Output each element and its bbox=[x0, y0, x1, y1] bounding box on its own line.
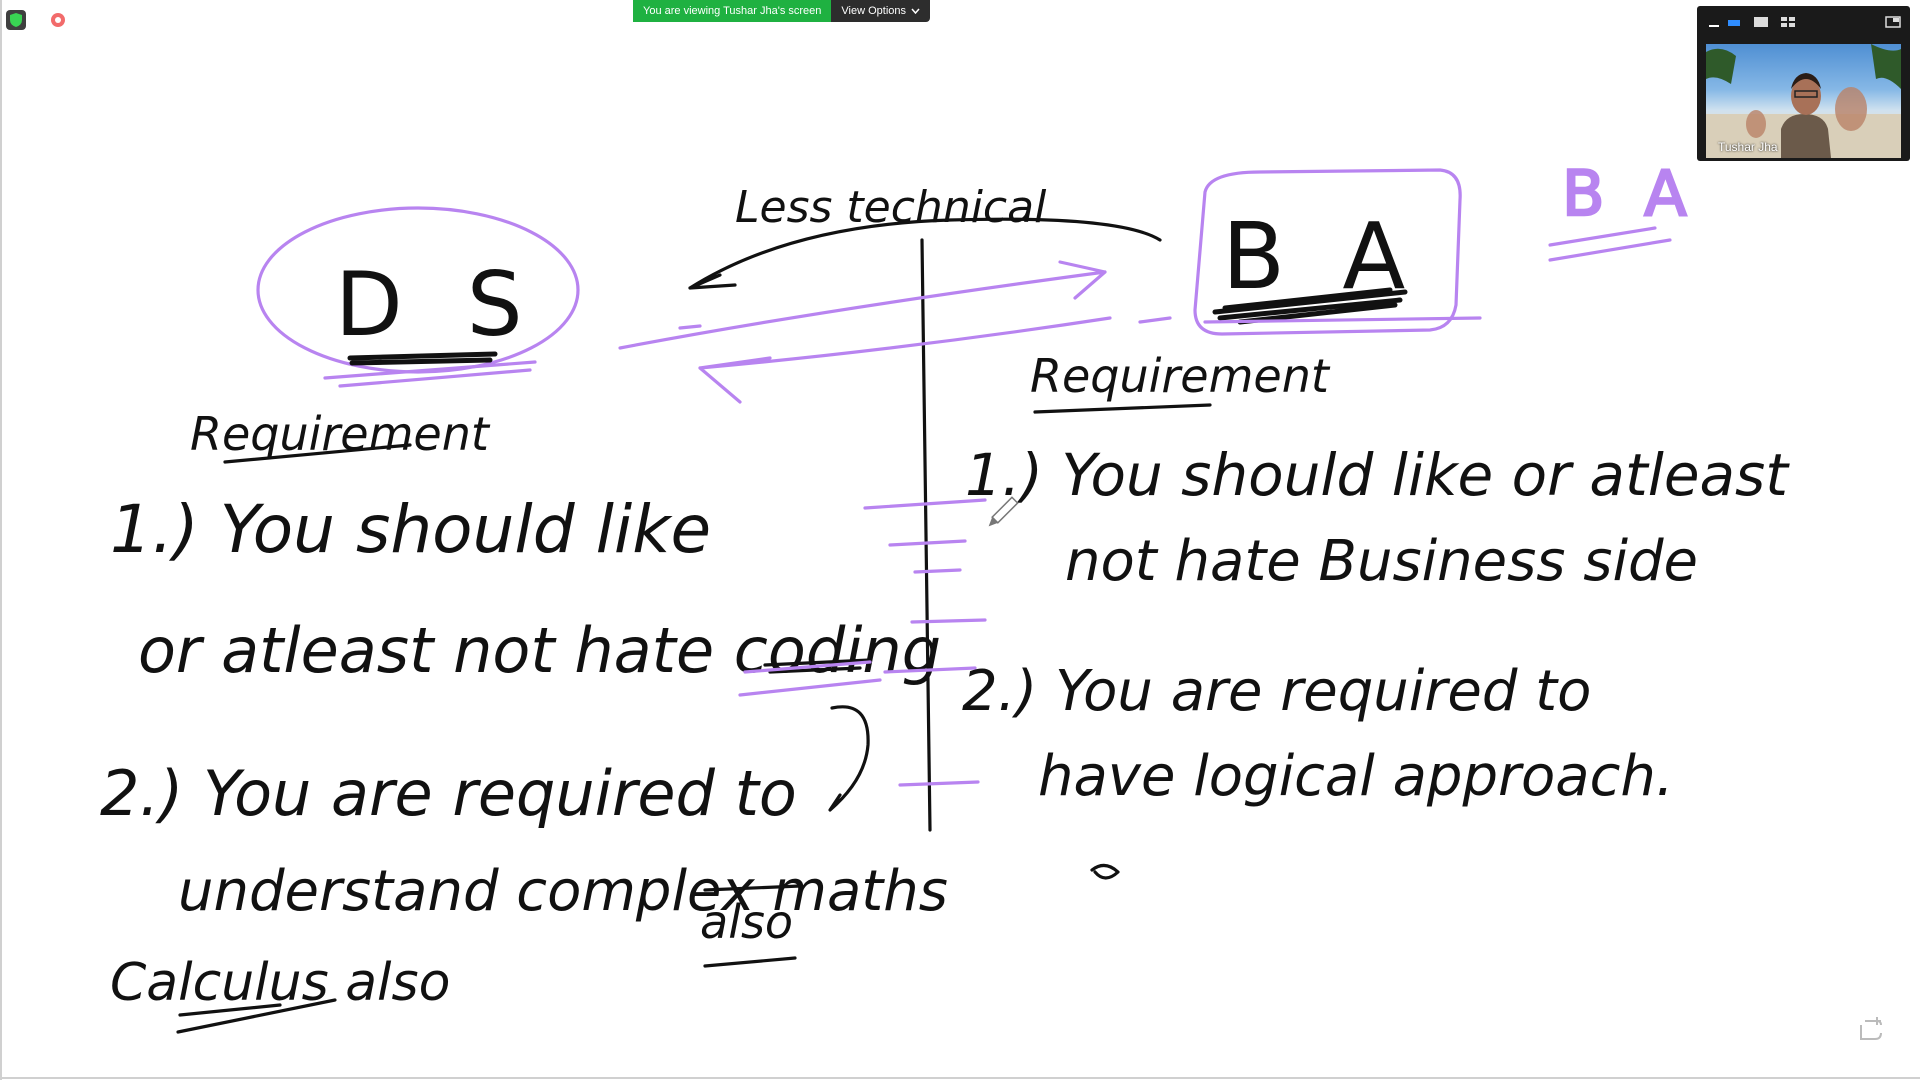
ba-underline-purple bbox=[1203, 316, 1482, 324]
coding-purple bbox=[738, 660, 882, 697]
arrow-to-ba bbox=[618, 260, 1107, 350]
participant-name: Tushar Jha bbox=[1718, 140, 1778, 154]
arrow-to-ds bbox=[698, 316, 1112, 404]
left-calculus: Calculus also bbox=[110, 953, 450, 1013]
left-item1-line2: or atleast not hate coding bbox=[138, 614, 941, 687]
annotate-icon[interactable] bbox=[1855, 1015, 1885, 1049]
participant-video: Tushar Jha bbox=[1706, 44, 1901, 158]
left-item2-line1: 2.) You are required to bbox=[100, 757, 797, 830]
ds-label: D S bbox=[335, 253, 541, 356]
ba-corner-label: B A bbox=[1562, 157, 1697, 230]
ds-underline-purple bbox=[323, 360, 537, 388]
exit-fullscreen-icon[interactable] bbox=[1884, 14, 1902, 30]
record-icon[interactable] bbox=[48, 10, 68, 30]
right-item1-line1: 1.) You should like or atleast bbox=[965, 441, 1790, 509]
bracket bbox=[828, 705, 870, 812]
center-divider bbox=[920, 238, 932, 832]
participant-video-panel[interactable]: Tushar Jha bbox=[1697, 6, 1910, 161]
right-item2-line2: have logical approach. bbox=[1038, 744, 1674, 809]
video-scene bbox=[1706, 44, 1901, 158]
ba-box bbox=[1193, 168, 1462, 336]
right-item1-line2: not hate Business side bbox=[1065, 529, 1698, 594]
left-heading-underline bbox=[223, 443, 412, 464]
ba-corner-underline bbox=[1548, 226, 1672, 262]
right-item2-line1: 2.) You are required to bbox=[962, 659, 1591, 724]
view-options-button[interactable]: View Options bbox=[831, 0, 931, 22]
left-item2-also: also bbox=[700, 895, 793, 949]
pencil-cursor-icon bbox=[988, 496, 1019, 527]
arrow-strokes bbox=[678, 316, 1172, 330]
less-technical-arrow bbox=[688, 217, 1162, 290]
divider-ticks-purple bbox=[863, 498, 987, 787]
stray-mark bbox=[1090, 863, 1120, 880]
left-item2-line2: understand complex maths bbox=[178, 859, 948, 924]
minimize-icon[interactable] bbox=[1705, 14, 1723, 30]
calculus-underline bbox=[176, 998, 337, 1034]
left-item1-line1: 1.) You should like bbox=[110, 491, 711, 568]
video-toolbar bbox=[1697, 6, 1910, 43]
shield-icon[interactable] bbox=[6, 10, 26, 30]
ba-scribble bbox=[1212, 287, 1408, 325]
right-heading-underline bbox=[1033, 403, 1212, 414]
viewing-status-banner: You are viewing Tushar Jha's screen bbox=[633, 0, 832, 22]
view-options-label: View Options bbox=[841, 5, 907, 17]
speaker-view-icon[interactable] bbox=[1725, 14, 1743, 30]
coding-strike bbox=[763, 658, 872, 674]
maths-underline bbox=[703, 884, 802, 968]
active-video-icon[interactable] bbox=[1752, 14, 1770, 30]
ds-underline bbox=[347, 351, 498, 366]
right-requirement-heading: Requirement bbox=[1030, 349, 1331, 403]
chevron-down-icon bbox=[911, 8, 920, 14]
gallery-view-icon[interactable] bbox=[1779, 14, 1797, 30]
